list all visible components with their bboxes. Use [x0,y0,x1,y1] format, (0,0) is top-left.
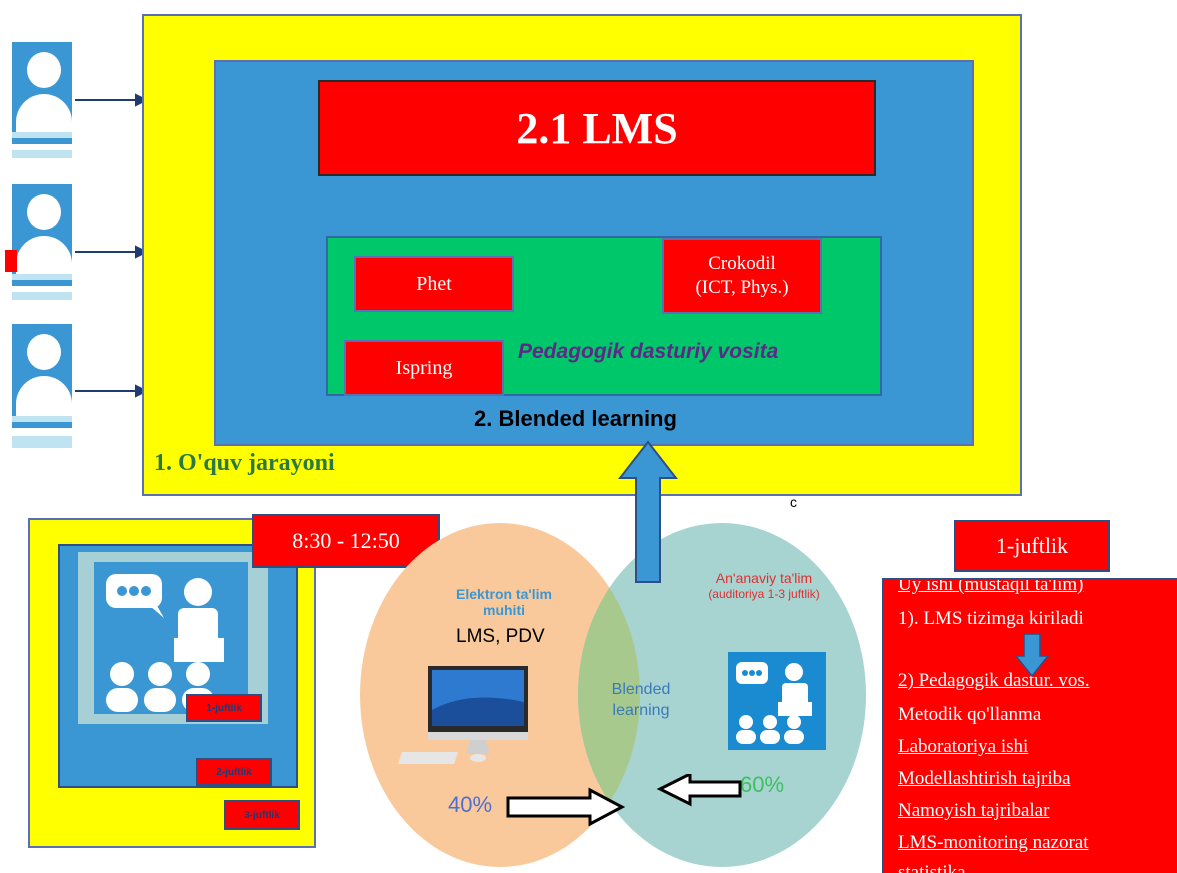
up-arrow-icon [618,440,678,583]
schedule-item: 2) Pedagogik dastur. vos. [898,670,1090,691]
blended-learning-center: Blended learning [611,681,671,719]
schedule-item: Metodik qo'llanma [898,704,1042,725]
traditional-learning-circle [578,523,866,867]
electronic-learning-title: Elektron ta'lim muhiti [456,586,552,619]
pair-badge-3: 3-juftlik [224,800,300,830]
tool-ispring: Ispring [344,340,504,396]
tool-phet: Phet [354,256,514,312]
computer-icon [398,666,528,764]
student-avatar-icon [12,324,72,428]
time-badge: 8:30 - 12:50 [252,514,440,568]
student-divider [12,150,72,158]
blended-learning-label: 2. Blended learning [474,406,677,431]
schedule-item: Laboratoriya ishi [898,736,1029,757]
traditional-percent: 60% [740,772,785,797]
tool-crokodil: Crokodil (ICT, Phys.) [662,238,822,314]
student-divider [12,436,72,448]
lms-box: 2.1 LMS [318,80,876,176]
stray-letter: c [790,494,797,510]
schedule-item: LMS-monitoring nazorat [898,832,1089,853]
learning-process-title: 1. O'quv jarayoni [154,450,335,476]
classroom-small-icon [728,652,826,750]
left-arrow-icon [656,774,742,807]
arrow-icon [75,93,149,398]
lms-title: 2.1 LMS [516,103,678,153]
schedule-item: 1). LMS tizimga kiriladi [898,608,1084,629]
percent-arrows [506,774,742,827]
traditional-learning-title: An'anaviy ta'lim (auditoriya 1-3 juftlik… [708,570,820,601]
pair-badge-2: 2-juftlik [196,758,272,786]
electronic-percent: 40% [448,792,493,817]
student-avatar-icon [12,184,72,286]
electronic-learning-subtitle: LMS, PDV [456,626,545,647]
pair-badge-1: 1-juftlik [186,694,262,722]
schedule-panel: Uy ishi (mustaqil ta'lim) 1). LMS tizimg… [882,578,1177,873]
student-divider [12,292,72,300]
schedule-item: Uy ishi (mustaqil ta'lim) [898,578,1084,595]
arrows-to-process [75,93,149,398]
red-marker [5,250,17,272]
right-arrow-icon [506,787,626,827]
schedule-item: Namoyish tajribalar [898,800,1050,821]
schedule-item: statistika [898,862,966,873]
pair-badge-main: 1-juftlik [954,520,1110,572]
down-arrow-icon [1014,633,1050,678]
pedagogical-tools-title: Pedagogik dasturiy vosita [518,340,779,363]
classroom-icon [94,562,248,714]
teacher-presenting-icon [106,574,224,712]
student-avatar-icon [12,42,72,144]
schedule-item: Modellashtirish tajriba [898,768,1071,789]
